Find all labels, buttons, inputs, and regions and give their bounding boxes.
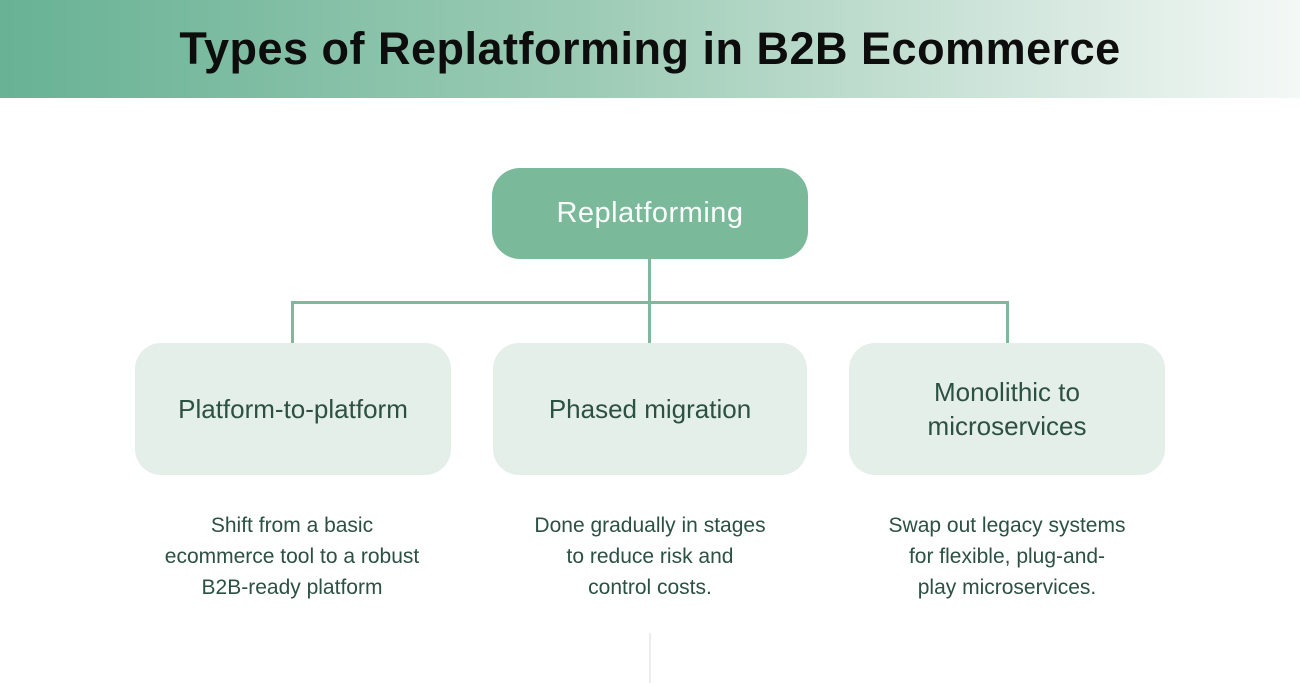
connector-drop-middle [648, 301, 651, 343]
type-box-label: Monolithic to microservices [927, 377, 1087, 441]
type-box-platform-to-platform: Platform-to-platform [135, 343, 451, 475]
header-banner: Types of Replatforming in B2B Ecommerce [0, 0, 1300, 98]
type-box-phased-migration: Phased migration [493, 343, 807, 475]
type-box-monolithic-to-microservices: Monolithic to microservices [849, 343, 1165, 475]
root-node-replatforming: Replatforming [492, 168, 808, 259]
type-box-label: Phased migration [548, 394, 752, 424]
root-node-label: Replatforming [556, 197, 744, 229]
description-monolithic-to-microservices: Swap out legacy systems for flexible, pl… [888, 514, 1126, 599]
type-box-label: Platform-to-platform [178, 394, 408, 424]
connector-root-stem [648, 259, 651, 304]
connector-drop-right [1006, 301, 1009, 343]
connector-bottom-stub [649, 633, 651, 683]
page-title: Types of Replatforming in B2B Ecommerce [179, 23, 1121, 74]
description-platform-to-platform: Shift from a basic ecommerce tool to a r… [164, 514, 420, 599]
connector-drop-left [291, 301, 294, 343]
description-phased-migration: Done gradually in stages to reduce risk … [534, 514, 766, 599]
